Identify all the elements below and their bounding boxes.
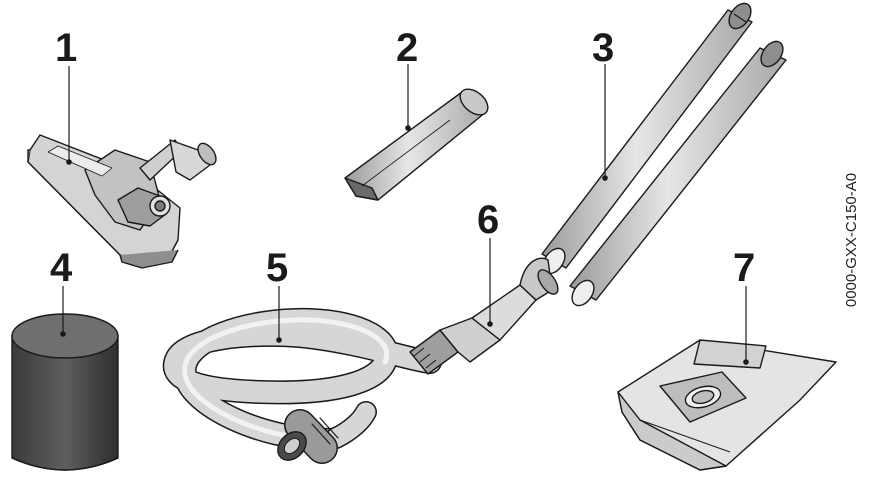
- document-code: 0000-GXX-C150-A0: [843, 172, 860, 308]
- crevice-nozzle: [344, 88, 489, 201]
- callout-number-3: 3: [592, 26, 615, 70]
- callout-number-6: 6: [477, 198, 500, 242]
- suction-hose: [162, 307, 442, 464]
- extension-tubes: [541, 2, 787, 307]
- callout-number-2: 2: [396, 26, 419, 70]
- callout-number-7: 7: [733, 246, 756, 290]
- callout-number-4: 4: [50, 246, 73, 290]
- dust-bag: [617, 339, 837, 471]
- hose-handle: [409, 257, 559, 375]
- floor-nozzle: [27, 134, 217, 269]
- leader-lines: [60, 64, 749, 365]
- foam-filter: [11, 313, 119, 471]
- callout-number-1: 1: [55, 26, 78, 70]
- callout-number-5: 5: [266, 246, 289, 290]
